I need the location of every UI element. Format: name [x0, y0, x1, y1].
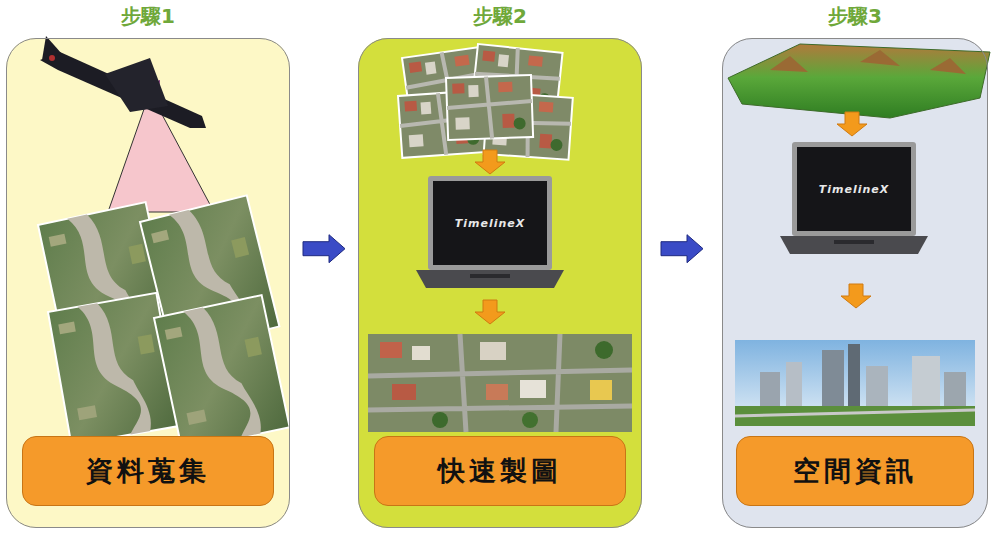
stage-box: 空間資訊 — [736, 436, 974, 506]
stage-box: 資料蒐集 — [22, 436, 274, 506]
step-heading: 步驟3 — [723, 3, 987, 29]
flow-arrow — [303, 235, 345, 263]
box-label: 資料蒐集 — [86, 453, 210, 489]
screen-logo: TimelineX — [819, 183, 890, 196]
step-heading: 步驟2 — [359, 3, 641, 29]
step-panel: 步驟3空間資訊 — [722, 38, 988, 528]
step-heading: 步驟1 — [7, 3, 289, 29]
screen-logo: TimelineX — [455, 217, 526, 230]
step-panel: 步驟1資料蒐集 — [6, 38, 290, 528]
flow-arrow — [661, 235, 703, 263]
step-panel: 步驟2快速製圖 — [358, 38, 642, 528]
stage-box: 快速製圖 — [374, 436, 626, 506]
box-label: 快速製圖 — [438, 453, 562, 489]
box-label: 空間資訊 — [793, 453, 917, 489]
